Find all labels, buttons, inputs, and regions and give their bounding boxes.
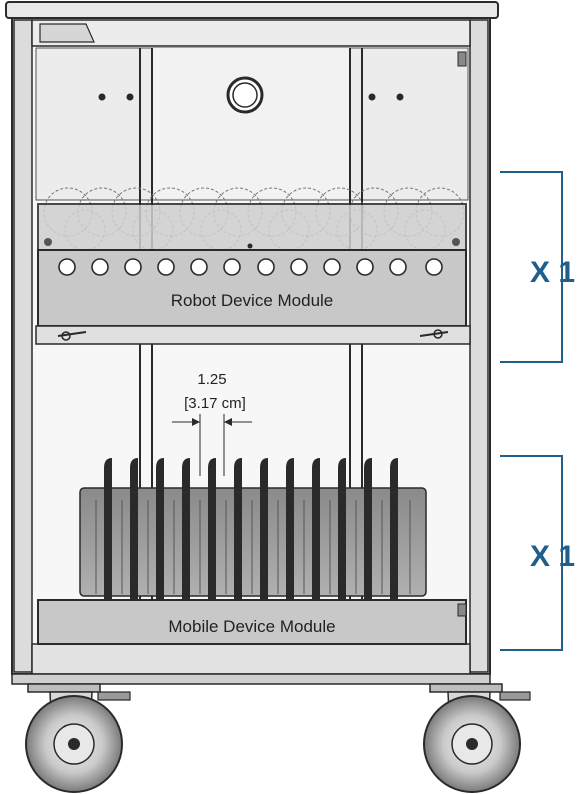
robot-device-module: Robot Device Module bbox=[37, 203, 467, 327]
robot-shelf bbox=[35, 325, 471, 345]
back-panel bbox=[35, 47, 469, 640]
robot-charging-ports bbox=[58, 258, 443, 276]
right-caster-wheel-icon bbox=[423, 683, 531, 793]
robot-quantity-label: X 1 bbox=[530, 256, 575, 289]
cart-base bbox=[11, 673, 491, 685]
robot-quantity-bracket bbox=[500, 171, 563, 363]
robot-module-label: Robot Device Module bbox=[171, 291, 334, 310]
mobile-device-module: Mobile Device Module bbox=[37, 458, 467, 645]
mobile-module-label: Mobile Device Module bbox=[168, 617, 335, 636]
cart-top bbox=[5, 1, 499, 19]
dimension-cm: [3.17 cm] bbox=[184, 395, 246, 412]
mobile-quantity-bracket bbox=[500, 455, 563, 651]
slot-dimension: 1.25 [3.17 cm] bbox=[172, 371, 252, 476]
left-caster-wheel-icon bbox=[25, 683, 131, 793]
dimension-inches: 1.25 bbox=[197, 371, 226, 388]
mobile-quantity-label: X 1 bbox=[530, 540, 575, 573]
mobile-device-slots bbox=[104, 458, 398, 600]
